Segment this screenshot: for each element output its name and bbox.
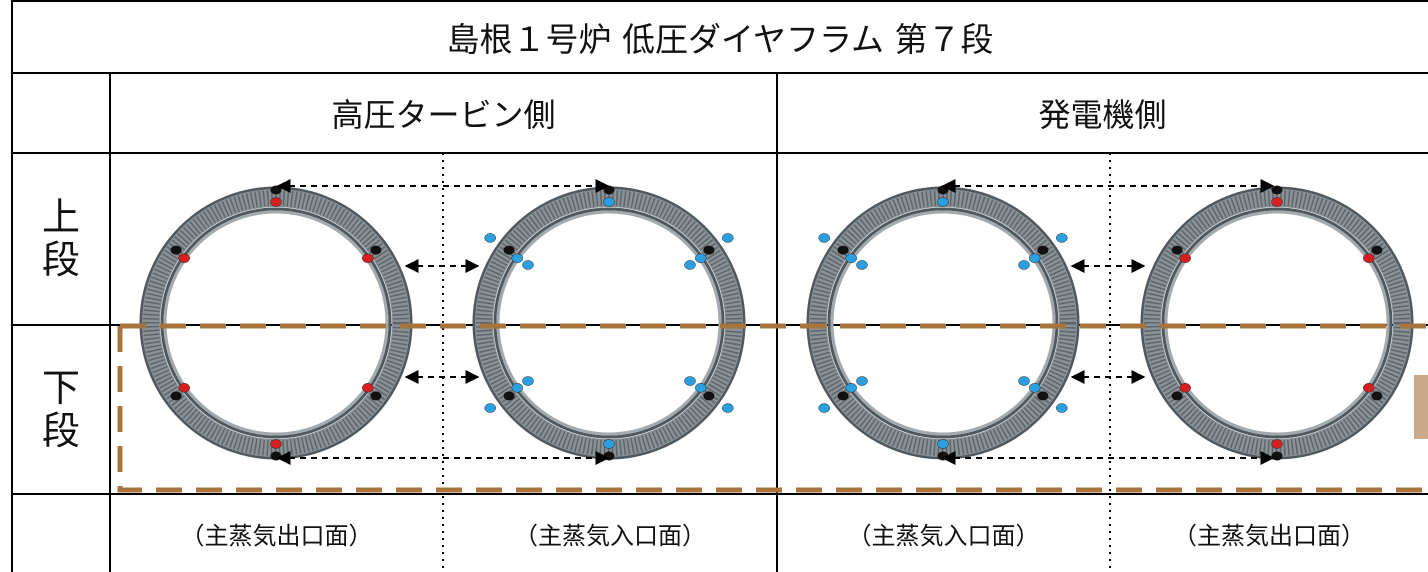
black-marker bbox=[503, 245, 515, 255]
section-header-hp-turbine: 高圧タービン側 bbox=[331, 96, 556, 134]
black-marker bbox=[370, 391, 382, 401]
red-marker bbox=[178, 253, 190, 263]
table-border bbox=[11, 0, 1428, 572]
red-marker bbox=[1363, 383, 1375, 393]
row-label-upper: 上 段 bbox=[12, 153, 110, 325]
row-label-lower: 下 段 bbox=[12, 325, 110, 494]
ring-inner-band bbox=[827, 207, 1059, 439]
blue-marker bbox=[845, 253, 857, 263]
blue-marker bbox=[1018, 260, 1030, 270]
blue-marker bbox=[1018, 376, 1030, 386]
ring-diagrams bbox=[139, 185, 1414, 461]
blue-marker bbox=[1056, 233, 1068, 243]
ring-inner-edge bbox=[496, 210, 722, 436]
blue-marker bbox=[522, 260, 534, 270]
black-marker bbox=[1271, 185, 1283, 195]
caption-1: （主蒸気出口面） bbox=[180, 521, 373, 550]
blue-marker bbox=[603, 197, 615, 207]
blue-marker bbox=[856, 260, 868, 270]
blue-marker bbox=[856, 376, 868, 386]
page-title: 島根１号炉 低圧ダイヤフラム 第７段 bbox=[446, 19, 994, 59]
blue-marker bbox=[684, 260, 696, 270]
ring-diagram-3 bbox=[806, 185, 1080, 461]
ring-inner-edge bbox=[163, 210, 389, 436]
black-marker bbox=[703, 391, 715, 401]
red-marker bbox=[270, 197, 282, 207]
ring-body bbox=[475, 189, 743, 457]
lower-half-dashed-box bbox=[117, 323, 1428, 493]
red-marker bbox=[362, 383, 374, 393]
black-marker bbox=[837, 245, 849, 255]
black-marker bbox=[270, 451, 282, 461]
blue-marker bbox=[722, 403, 734, 413]
row-label-lower-line1: 下 bbox=[41, 365, 80, 410]
ring-diagram-1 bbox=[139, 185, 413, 461]
blue-marker bbox=[511, 383, 523, 393]
black-marker bbox=[370, 245, 382, 255]
arrows bbox=[276, 179, 1275, 465]
blue-marker bbox=[603, 439, 615, 449]
ring-body bbox=[1143, 189, 1411, 457]
blue-marker bbox=[937, 197, 949, 207]
ring-diagram-4 bbox=[1140, 185, 1414, 461]
black-marker bbox=[837, 391, 849, 401]
blue-marker bbox=[1029, 383, 1041, 393]
red-marker bbox=[178, 383, 190, 393]
caption-3: （主蒸気入口面） bbox=[847, 521, 1040, 550]
black-marker bbox=[703, 245, 715, 255]
tan-block bbox=[1414, 375, 1428, 439]
black-marker bbox=[1271, 451, 1283, 461]
blue-marker bbox=[937, 439, 949, 449]
ring-diagram-2 bbox=[472, 185, 746, 461]
black-marker bbox=[603, 451, 615, 461]
black-marker bbox=[503, 391, 515, 401]
blue-marker bbox=[695, 383, 707, 393]
row-label-lower-line2: 段 bbox=[41, 408, 80, 453]
red-marker bbox=[1271, 439, 1283, 449]
red-marker bbox=[1179, 383, 1191, 393]
black-marker bbox=[1037, 391, 1049, 401]
blue-marker bbox=[484, 403, 496, 413]
blue-marker bbox=[818, 403, 830, 413]
ring-inner-band bbox=[1161, 207, 1393, 439]
black-marker bbox=[1037, 245, 1049, 255]
black-marker bbox=[1171, 245, 1183, 255]
blue-marker bbox=[818, 233, 830, 243]
blue-marker bbox=[684, 376, 696, 386]
black-marker bbox=[1371, 245, 1383, 255]
blue-marker bbox=[484, 233, 496, 243]
red-marker bbox=[362, 253, 374, 263]
ring-inner-band bbox=[493, 207, 725, 439]
ring-body bbox=[809, 189, 1077, 457]
blue-marker bbox=[1029, 253, 1041, 263]
row-label-upper-line1: 上 bbox=[41, 195, 80, 240]
blue-marker bbox=[722, 233, 734, 243]
black-marker bbox=[1171, 391, 1183, 401]
ring-inner-edge bbox=[830, 210, 1056, 436]
black-marker bbox=[603, 185, 615, 195]
red-marker bbox=[1363, 253, 1375, 263]
blue-marker bbox=[511, 253, 523, 263]
red-marker bbox=[270, 439, 282, 449]
black-marker bbox=[170, 245, 182, 255]
ring-inner-edge bbox=[1164, 210, 1390, 436]
red-marker bbox=[1271, 197, 1283, 207]
black-marker bbox=[170, 391, 182, 401]
caption-2: （主蒸気入口面） bbox=[514, 521, 706, 550]
blue-marker bbox=[845, 383, 857, 393]
blue-marker bbox=[695, 253, 707, 263]
section-header-generator: 発電機側 bbox=[1038, 96, 1167, 134]
ring-inner-band bbox=[160, 207, 392, 439]
row-label-upper-line2: 段 bbox=[41, 238, 80, 282]
ring-body bbox=[142, 189, 410, 457]
black-marker bbox=[1371, 391, 1383, 401]
blue-marker bbox=[1056, 403, 1068, 413]
black-marker bbox=[937, 451, 949, 461]
caption-4: （主蒸気出口面） bbox=[1173, 521, 1365, 550]
blue-marker bbox=[522, 376, 534, 386]
red-marker bbox=[1179, 253, 1191, 263]
